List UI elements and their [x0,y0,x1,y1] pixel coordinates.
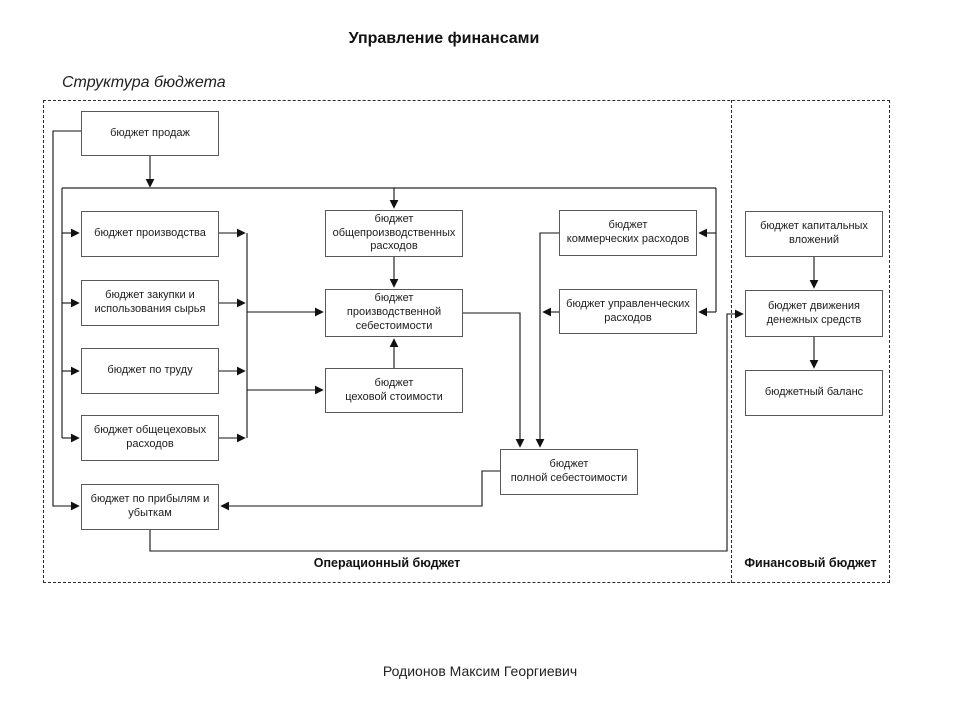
edge-commercial-to-full-cost [535,232,559,448]
budget-sections-divider [731,100,732,583]
edge-production-cost-to-full-cost [463,312,525,448]
operational-budget-label: Операционный бюджет [313,556,461,570]
node-cash-flow-budget: бюджет движения денежных средств [745,290,883,337]
edge-sales-to-profit-loss [52,130,81,511]
node-profit-loss-budget: бюджет по прибылям и убыткам [81,484,219,530]
node-shop-overhead-budget: бюджет общецеховых расходов [81,415,219,461]
financial-budget-label: Финансовый бюджет [744,556,877,570]
node-sales-budget: бюджет продаж [81,111,219,156]
author-name: Родионов Максим Георгиевич [382,663,578,679]
diagram-dashed-frame [43,100,890,583]
diagram-subtitle: Структура бюджета [62,74,226,91]
node-admin-expenses-budget: бюджет управленческих расходов [559,289,697,334]
edge-profit-loss-to-cash-flow [149,309,744,552]
node-capital-investments-budget: бюджет капитальных вложений [745,211,883,257]
page-title: Управление финансами [348,30,540,47]
edge-full-cost-to-profit-loss [220,470,500,511]
node-production-budget: бюджет производства [81,211,219,257]
node-procurement-budget: бюджет закупки и использования сырья [81,280,219,326]
node-budget-balance: бюджетный баланс [745,370,883,416]
node-production-cost-budget: бюджет производственной себестоимости [325,289,463,337]
node-factory-overhead-budget: бюджет общепроизводственных расходов [325,210,463,257]
node-commercial-expenses-budget: бюджет коммерческих расходов [559,210,697,256]
node-labor-budget: бюджет по труду [81,348,219,394]
node-shop-cost-budget: бюджет цеховой стоимости [325,368,463,413]
node-full-cost-budget: бюджет полной себестоимости [500,449,638,495]
